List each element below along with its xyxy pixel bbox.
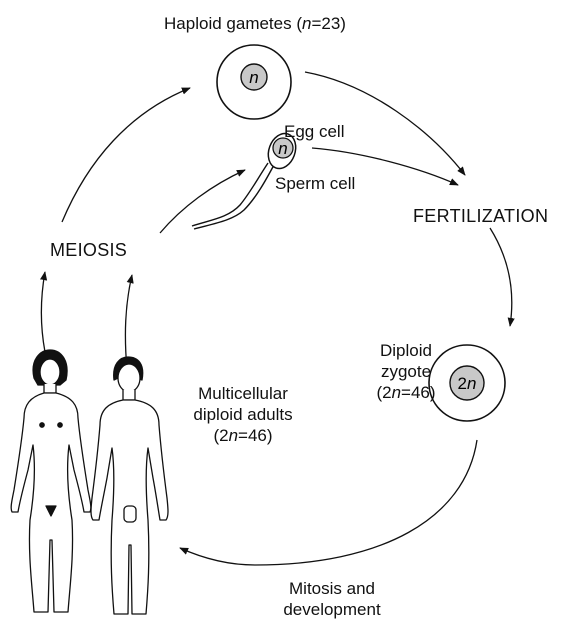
zygote-label: Diploid zygote (2n=46) (366, 340, 446, 403)
mitosis-label: Mitosis and development (262, 578, 402, 620)
arrow-male-to-meiosis (125, 275, 132, 370)
arrow-fertilization-to-zygote (490, 228, 512, 326)
zygote-label-line3: (2n=46) (366, 382, 446, 403)
egg-cell: n (217, 45, 291, 119)
adults-label-line3: (2n=46) (168, 425, 318, 446)
egg-cell-label: Egg cell (284, 122, 344, 142)
meiosis-label: MEIOSIS (50, 240, 127, 260)
egg-nucleus-label: n (249, 68, 258, 87)
sperm-cell-label: Sperm cell (275, 174, 355, 194)
arrow-zygote-to-adults (180, 440, 477, 565)
male-adult-figure (91, 357, 168, 614)
arrow-female-to-meiosis (41, 272, 45, 352)
adults-label: Multicellular diploid adults (2n=46) (168, 383, 318, 446)
mitosis-label-line1: Mitosis and (262, 578, 402, 599)
female-adult-figure (11, 350, 91, 612)
haploid-gametes-title: Haploid gametes (n=23) (150, 14, 360, 34)
fertilization-label: FERTILIZATION (413, 206, 548, 226)
zygote-nucleus-label: 2n (458, 374, 477, 393)
zygote-label-line1: Diploid (366, 340, 446, 361)
adults-label-line1: Multicellular (168, 383, 318, 404)
arrow-meiosis-to-egg (62, 88, 190, 222)
mitosis-label-line2: development (262, 599, 402, 620)
adults-label-line2: diploid adults (168, 404, 318, 425)
zygote-label-line2: zygote (366, 361, 446, 382)
